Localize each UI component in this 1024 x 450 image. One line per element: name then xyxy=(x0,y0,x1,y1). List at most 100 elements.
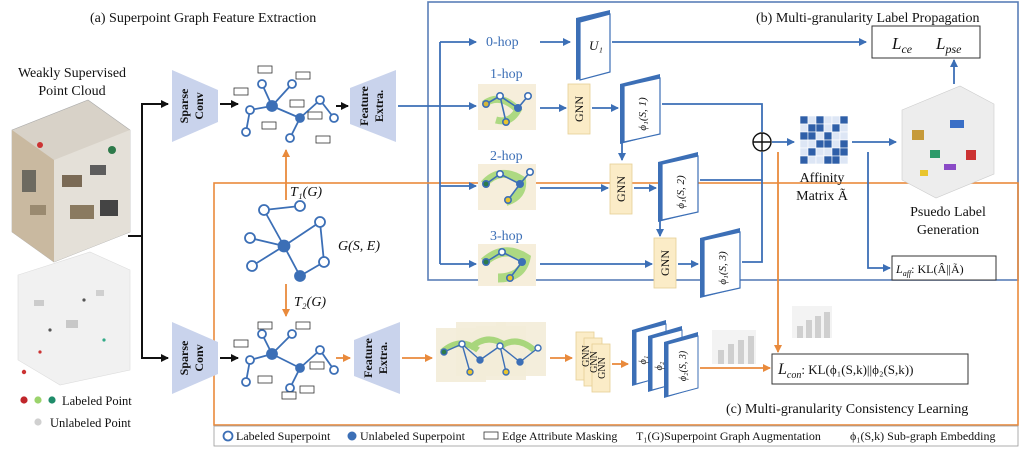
section-b-title: (b) Multi-granularity Label Propagation xyxy=(756,11,980,26)
sparse-conv-top: Sparse Conv xyxy=(172,70,218,142)
sum-operator xyxy=(752,132,772,152)
hop-2-label: 2-hop xyxy=(490,149,523,164)
embedding-2: ϕ₁(S, 2) xyxy=(658,152,699,222)
svg-text:U₁: U₁ xyxy=(589,38,603,53)
affinity-cell xyxy=(815,123,825,133)
section-c-title: (c) Multi-granularity Consistency Learni… xyxy=(726,402,968,417)
svg-text:GNN: GNN xyxy=(589,351,600,373)
svg-text:Extra.: Extra. xyxy=(376,342,390,374)
svg-text:Feature: Feature xyxy=(361,337,375,377)
t2-label: T₂(G) xyxy=(294,295,326,310)
labeled-point-label: Labeled Point xyxy=(62,394,132,408)
affinity-cell xyxy=(831,115,841,125)
loss-aff-box xyxy=(891,255,997,281)
histogram-small xyxy=(712,330,756,364)
gnn-1: GNN xyxy=(567,83,591,135)
legend-mask-icon xyxy=(483,431,499,440)
embedding-1: ϕ₁(S, 1) xyxy=(620,74,661,144)
pseudo-label-1: Psuedo Label xyxy=(910,205,986,220)
affinity-cell xyxy=(799,123,809,133)
original-graph xyxy=(244,200,330,282)
affinity-cell xyxy=(815,155,825,165)
svg-text:Sparse: Sparse xyxy=(177,340,191,375)
hop-3-label: 3-hop xyxy=(490,229,523,244)
input-title-line2: Point Cloud xyxy=(38,84,105,99)
loss-aff: Laff: KL(Â||Ã) xyxy=(895,262,964,278)
point-cloud-colored xyxy=(11,99,131,263)
legend-labeled-icon xyxy=(222,430,234,442)
svg-text:ϕ₂(S, 3): ϕ₂(S, 3) xyxy=(678,350,689,381)
affinity-label-2: Matrix Ã xyxy=(796,188,849,204)
affinity-cell xyxy=(831,131,841,141)
section-a-title: (a) Superpoint Graph Feature Extraction xyxy=(90,11,316,26)
legend-unlabeled-icon xyxy=(347,431,357,441)
svg-text:Conv: Conv xyxy=(192,344,206,371)
affinity-matrix xyxy=(799,115,849,165)
svg-text:GNN: GNN xyxy=(581,345,592,367)
svg-text:Feature: Feature xyxy=(357,85,371,125)
graph-masked-bottom xyxy=(241,329,339,393)
affinity-cell xyxy=(831,155,841,165)
feature-extractor-bottom: Feature Extra. xyxy=(354,322,400,394)
gnn-3: GNN xyxy=(653,237,677,289)
legend-mask: Edge Attribute Masking xyxy=(502,429,617,443)
loss-ce: Lce xyxy=(891,34,913,56)
input-connectors xyxy=(128,100,169,362)
affinity-cell xyxy=(823,147,833,157)
affinity-cell xyxy=(799,115,809,125)
affinity-cell xyxy=(799,139,809,149)
svg-text:Extra.: Extra. xyxy=(372,90,386,122)
unlabeled-point-label: Unlabeled Point xyxy=(50,416,131,430)
affinity-cell xyxy=(831,123,841,133)
hop-routing xyxy=(398,38,477,268)
hop-1-subgraph xyxy=(478,84,536,130)
affinity-cell xyxy=(839,147,849,157)
embedding-stack: ϕ₁ ϕ₂ ϕ₂(S, 3) xyxy=(632,320,699,398)
svg-text:ϕ₁(S, 2): ϕ₁(S, 2) xyxy=(675,175,687,209)
feature-extractor-top: Feature Extra. xyxy=(350,70,396,142)
gnn-stack: GNN GNN GNN xyxy=(575,331,611,393)
hop-0-label: 0-hop xyxy=(486,35,519,50)
hop-2-subgraph xyxy=(478,164,536,210)
labeled-point-red xyxy=(20,396,28,404)
svg-text:ϕ₂: ϕ₂ xyxy=(654,361,665,370)
u1-embedding: U₁ xyxy=(576,10,611,81)
affinity-cell xyxy=(799,147,809,157)
affinity-cell xyxy=(807,147,817,157)
affinity-cell xyxy=(815,139,825,149)
unlabeled-point xyxy=(34,418,42,426)
affinity-cell xyxy=(831,139,841,149)
svg-text:ϕ₁(S, 3): ϕ₁(S, 3) xyxy=(717,251,729,285)
loss-con-box xyxy=(771,353,969,385)
gnn-2: GNN xyxy=(609,163,633,215)
legend-sub: ϕ₁(S,k) Sub-graph Embedding xyxy=(850,429,995,443)
graph-masked-top xyxy=(241,79,339,143)
subgraph-stack xyxy=(436,322,546,382)
affinity-cell xyxy=(815,147,825,157)
affinity-label-1: Affinity xyxy=(800,171,845,186)
affinity-cell xyxy=(807,115,817,125)
edge-masks-top xyxy=(233,65,331,144)
affinity-cell xyxy=(807,123,817,133)
point-cloud-sparse xyxy=(17,251,131,386)
affinity-cell xyxy=(815,131,825,141)
affinity-cell xyxy=(807,155,817,165)
affinity-cell xyxy=(839,155,849,165)
legend-box xyxy=(213,425,1019,447)
histogram-top xyxy=(792,306,832,338)
affinity-cell xyxy=(807,139,817,149)
arrow-affinity-laff xyxy=(867,152,891,272)
svg-text:Conv: Conv xyxy=(192,92,206,119)
affinity-cell xyxy=(839,131,849,141)
affinity-cell xyxy=(839,123,849,133)
svg-text:GNN: GNN xyxy=(658,250,672,276)
labeled-point-teal xyxy=(48,396,56,404)
hop-1-label: 1-hop xyxy=(490,67,523,82)
labeled-point-green xyxy=(34,396,42,404)
section-c-box xyxy=(213,182,1019,426)
loss-pse: Lpse xyxy=(935,34,962,56)
svg-text:GNN: GNN xyxy=(614,176,628,202)
loss-con: Lcon: KL(ϕ₁(S,k)||ϕ₂(S,k)) xyxy=(777,361,913,381)
affinity-cell xyxy=(823,123,833,133)
